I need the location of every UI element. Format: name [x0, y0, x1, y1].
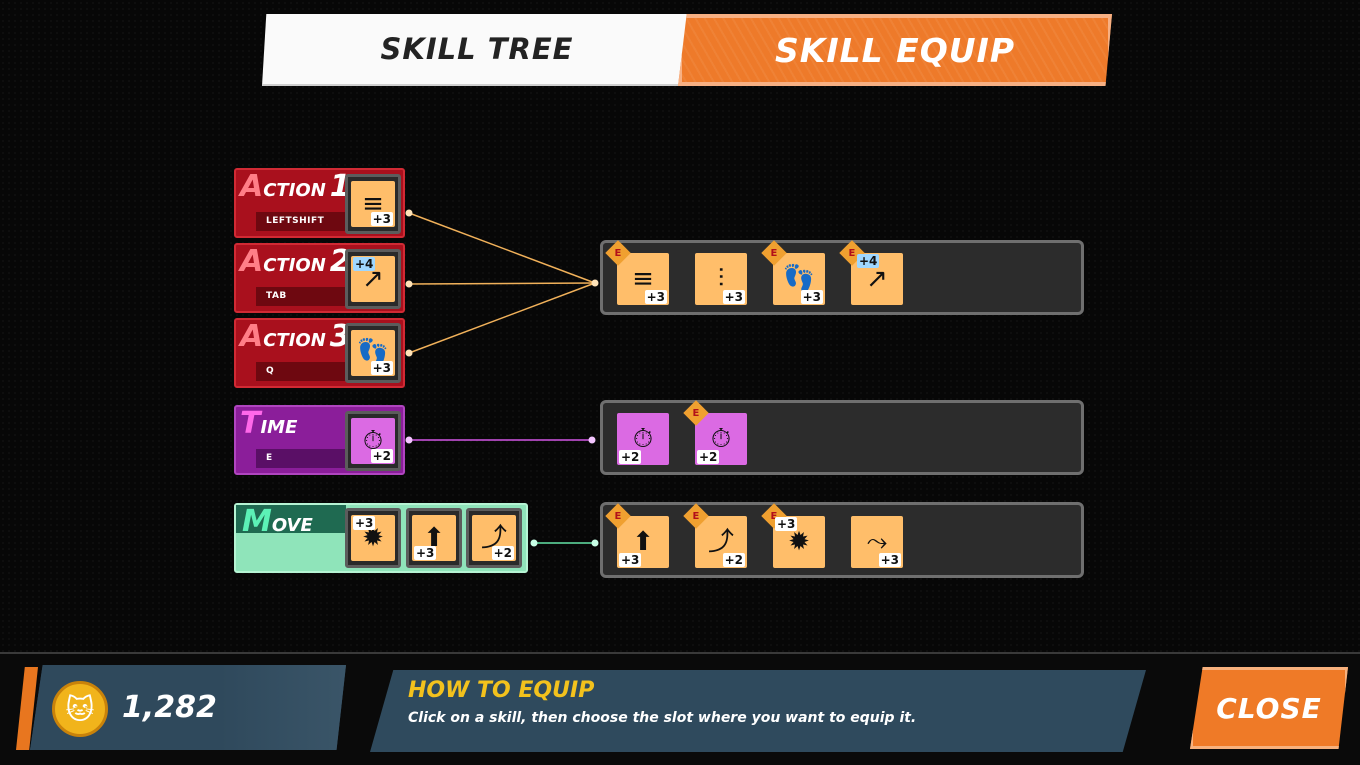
tab-skill-tree-label: SKILL TREE [380, 32, 574, 66]
wall-curve-icon: ⤳ [866, 527, 888, 557]
skill-stopwatch-dash[interactable]: ⏱+2 [617, 413, 669, 465]
connector-dot [530, 539, 538, 547]
skill-jump[interactable]: E ⬆+3 [605, 503, 669, 568]
tab-skill-equip[interactable]: SKILL EQUIP [678, 14, 1112, 86]
burst-icon: ✹+3 [351, 515, 395, 561]
slot-time-key: E [256, 449, 351, 468]
slot-action-1-key: LEFTSHIFT [256, 212, 351, 231]
howto-panel [370, 670, 1146, 752]
footprint-icon: 👣+3 [351, 330, 395, 376]
connector-dot [405, 349, 413, 357]
connector-dot [591, 279, 599, 287]
skill-group-action: E ≡+3 ⫶+3 E 👣+3 E ↗+4 [600, 240, 1084, 315]
curve-arrow-icon: ↗ [866, 264, 888, 294]
slot-action-3-equipped[interactable]: 👣+3 [345, 323, 401, 383]
tab-skill-equip-label: SKILL EQUIP [774, 30, 1016, 70]
slot-action-3-key: Q [256, 362, 351, 381]
slot-action-1-equipped[interactable]: ≡+3 [345, 174, 401, 234]
stopwatch-icon: ⏱ [710, 424, 732, 454]
slot-time-equipped[interactable]: ⏱+2 [345, 411, 401, 471]
equipped-badge: E [761, 240, 787, 266]
dash-icon: ≡+3 [351, 181, 395, 227]
slot-move-equipped-3[interactable]: ⤴+2 [466, 508, 522, 568]
skill-claw[interactable]: ⫶+3 [695, 253, 747, 305]
jump-icon: ⬆+3 [412, 515, 456, 561]
connector-action3 [408, 282, 596, 354]
slot-move-equipped-1[interactable]: ✹+3 [345, 508, 401, 568]
slot-move-equipped-2[interactable]: ⬆+3 [406, 508, 462, 568]
slot-action-2-key: TAB [256, 287, 351, 306]
stopwatch-icon: ⏱ [632, 424, 654, 454]
slot-move-title: MOVE [236, 505, 346, 537]
skill-group-move: E ⬆+3 E ⤴+2 E ✹+3 ⤳+3 [600, 502, 1084, 578]
wall-jump-icon: ⤴+2 [472, 515, 516, 561]
stopwatch-icon: ⏱+2 [351, 418, 395, 464]
skill-curve-arrow[interactable]: E ↗+4 [839, 240, 903, 305]
equipped-badge: E [605, 503, 631, 529]
connector-dot [405, 209, 413, 217]
skill-burst[interactable]: E ✹+3 [761, 503, 825, 568]
connector-dot [588, 436, 596, 444]
claw-icon: ⫶ [717, 264, 725, 294]
skill-wall-curve[interactable]: ⤳+3 [851, 516, 903, 568]
connector-action1 [408, 212, 596, 284]
howto-title: HOW TO EQUIP [408, 678, 595, 703]
skill-footprint[interactable]: E 👣+3 [761, 240, 825, 305]
dash-icon: ≡ [632, 264, 654, 294]
cat-coin-icon: 🐱 [52, 681, 108, 737]
skill-stopwatch-run[interactable]: E ⏱+2 [683, 400, 747, 465]
jump-icon: ⬆ [632, 527, 654, 557]
skill-dash[interactable]: E ≡+3 [605, 240, 669, 305]
equipped-badge: E [683, 503, 709, 529]
howto-text: Click on a skill, then choose the slot w… [408, 710, 917, 726]
connector-action2 [408, 282, 596, 285]
close-button-label: CLOSE [1216, 691, 1322, 725]
slot-action-2-equipped[interactable]: ↗+4 [345, 249, 401, 309]
burst-icon: ✹ [788, 527, 810, 557]
tab-skill-tree[interactable]: SKILL TREE [262, 14, 692, 86]
connector-dot [591, 539, 599, 547]
skill-wall-jump[interactable]: E ⤴+2 [683, 503, 747, 568]
currency-amount: 1,282 [122, 690, 217, 725]
slot-time-title: TIME [240, 406, 298, 441]
connector-dot [405, 280, 413, 288]
wall-jump-icon: ⤴ [707, 527, 734, 557]
connector-dot [405, 436, 413, 444]
equipped-badge: E [683, 400, 709, 426]
equipped-badge: E [605, 240, 631, 266]
skill-group-time: ⏱+2 E ⏱+2 [600, 400, 1084, 475]
curve-arrow-icon: ↗+4 [351, 256, 395, 302]
close-button[interactable]: CLOSE [1190, 667, 1348, 749]
footprint-icon: 👣 [782, 264, 816, 294]
